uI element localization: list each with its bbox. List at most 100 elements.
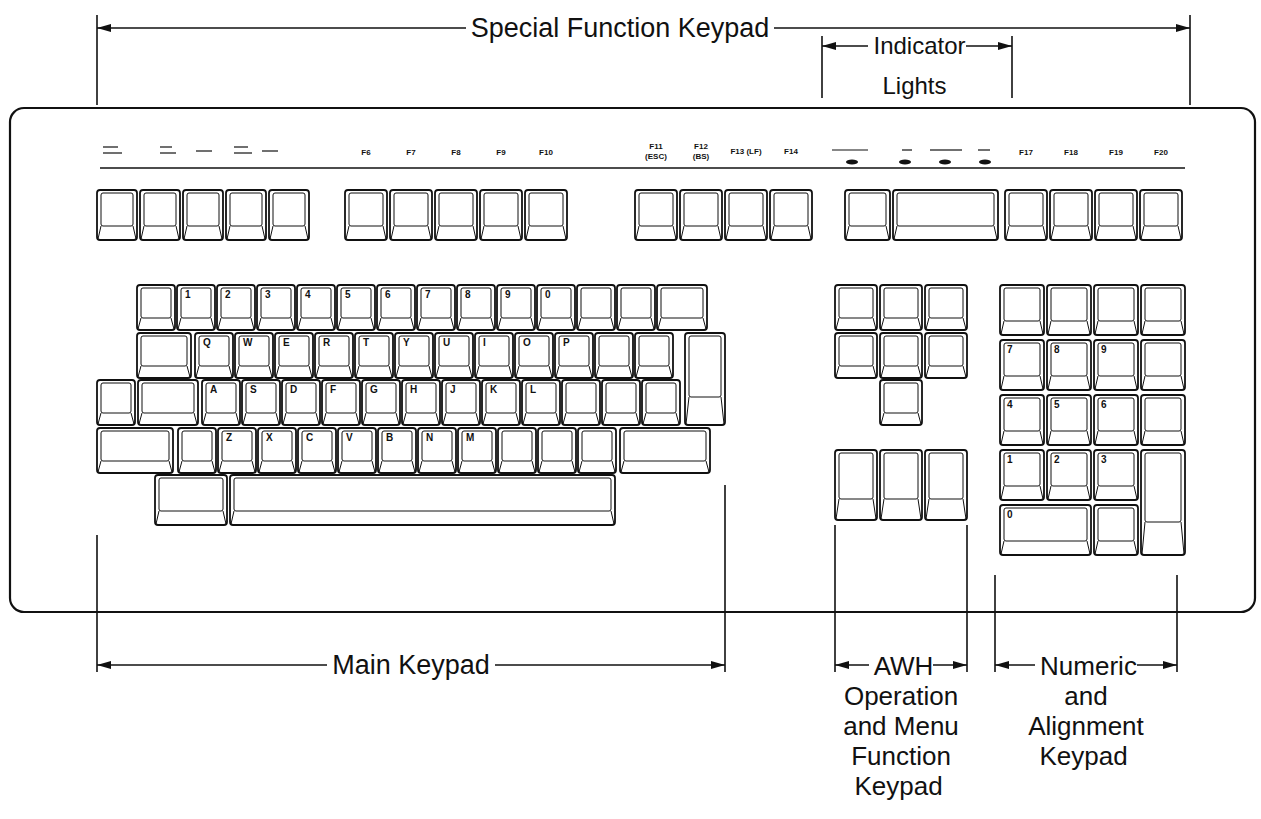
key-cap — [577, 285, 615, 330]
key-cap — [1094, 395, 1138, 445]
key-cap — [97, 190, 137, 240]
key-cap — [435, 333, 473, 378]
function-key-label-box: F17 — [1006, 148, 1046, 158]
key-cap — [435, 190, 477, 240]
function-key-label: F11 (ESC) — [645, 142, 667, 161]
key-cap — [498, 428, 536, 473]
key-legend-box: J — [450, 384, 456, 396]
keypad-label-box: Numeric and Alignment Keypad — [1020, 651, 1152, 771]
indicator-lamps — [846, 160, 991, 165]
key-legend: 6 — [1101, 399, 1107, 410]
key-cap — [1141, 450, 1185, 555]
key-legend-box: S — [250, 384, 257, 396]
key-cap — [377, 285, 415, 330]
key-cap — [1094, 450, 1138, 500]
key-legend-box: G — [370, 384, 378, 396]
key-legend: G — [370, 384, 378, 395]
keypad-label-box: AWH Operation and Menu Function Keypad — [831, 651, 971, 801]
key-cap — [418, 428, 456, 473]
function-key-label-box: F13 (LF) — [730, 147, 762, 157]
key-cap — [137, 285, 175, 330]
key-cap — [555, 333, 593, 378]
key-cap — [218, 428, 256, 473]
key-legend-box: 3 — [265, 289, 271, 301]
key-cap — [635, 190, 677, 240]
key-cap — [925, 450, 967, 520]
key-legend-box: A — [210, 384, 217, 396]
key-cap — [337, 285, 375, 330]
key-cap — [562, 380, 600, 425]
function-key-label-box: F6 — [346, 148, 386, 158]
key-cap — [578, 428, 616, 473]
keypad-label-box: Special Function Keypad — [390, 12, 850, 44]
key-legend-box: D — [290, 384, 297, 396]
key-legend: B — [386, 432, 393, 443]
function-key-label: F7 — [406, 148, 415, 157]
key-legend: 4 — [1007, 399, 1013, 410]
key-cap — [202, 380, 240, 425]
function-key-label: F13 (LF) — [730, 147, 761, 156]
key-cap — [525, 190, 567, 240]
key-cap — [925, 333, 967, 378]
key-legend: R — [323, 337, 330, 348]
function-key-label-box: F14 — [775, 147, 807, 157]
key-cap — [235, 333, 273, 378]
key-cap — [242, 380, 280, 425]
key-cap — [880, 380, 922, 425]
key-legend: S — [250, 384, 257, 395]
key-legend-box: E — [283, 337, 290, 349]
key-legend: P — [563, 337, 570, 348]
key-cap — [97, 428, 173, 473]
key-cap — [155, 475, 227, 525]
key-cap — [1095, 190, 1137, 240]
key-legend: 5 — [345, 289, 351, 300]
function-key-label-box: F11 (ESC) — [640, 142, 672, 162]
key-legend: 6 — [385, 289, 391, 300]
key-cap — [1141, 340, 1185, 390]
key-cap — [138, 380, 198, 425]
key-legend: 1 — [1007, 454, 1013, 465]
keys — [97, 190, 1185, 555]
key-cap — [378, 428, 416, 473]
key-cap — [97, 380, 135, 425]
key-legend-box: 5 — [345, 289, 351, 301]
key-legend-box: 0 — [545, 289, 551, 301]
key-legend-box: H — [410, 384, 417, 396]
key-legend-box: Z — [226, 432, 232, 444]
key-legend-box: K — [490, 384, 497, 396]
key-cap — [725, 190, 767, 240]
key-cap — [480, 190, 522, 240]
key-cap — [685, 333, 725, 425]
key-legend-box: 7 — [425, 289, 431, 301]
key-cap — [497, 285, 535, 330]
key-cap — [1141, 395, 1185, 445]
key-legend-box: 9 — [1101, 344, 1107, 356]
key-cap — [1000, 395, 1044, 445]
key-cap — [362, 380, 400, 425]
key-cap — [893, 190, 998, 240]
function-key-label-box: F12 (BS) — [685, 142, 717, 162]
function-key-label-box: F18 — [1051, 148, 1091, 158]
key-cap — [770, 190, 812, 240]
key-legend: 2 — [1054, 454, 1060, 465]
function-key-label-box: F8 — [436, 148, 476, 158]
key-legend: 7 — [425, 289, 431, 300]
key-legend-box: W — [243, 337, 252, 349]
key-cap — [282, 380, 320, 425]
key-legend: 2 — [225, 289, 231, 300]
key-cap — [355, 333, 393, 378]
key-legend-box: Q — [203, 337, 211, 349]
key-legend-box: 9 — [505, 289, 511, 301]
key-legend: T — [363, 337, 369, 348]
key-cap — [140, 190, 180, 240]
function-key-label-box: F20 — [1141, 148, 1181, 158]
key-cap — [1094, 340, 1138, 390]
key-cap — [1000, 450, 1044, 500]
key-legend: H — [410, 384, 417, 395]
key-cap — [402, 380, 440, 425]
key-cap — [642, 380, 680, 425]
key-cap — [1140, 190, 1182, 240]
key-cap — [458, 428, 496, 473]
key-legend-box: U — [443, 337, 450, 349]
function-key-label: F6 — [361, 148, 370, 157]
